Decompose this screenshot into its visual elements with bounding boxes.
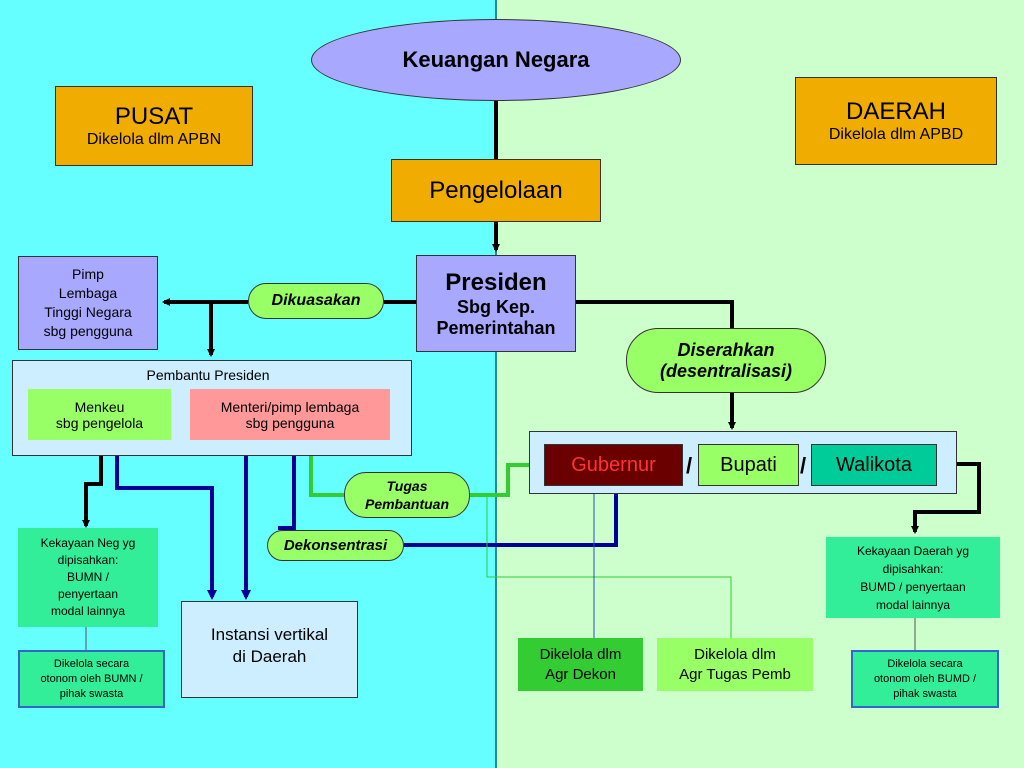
walikota-box: Walikota	[811, 444, 937, 486]
tugas-line2: Pembantuan	[364, 496, 449, 512]
instansi-vertikal-box: Instansi vertikal di Daerah	[181, 601, 358, 698]
kelola-bumd-line3: pihak swasta	[893, 687, 957, 700]
pusat-heading: PUSAT	[114, 103, 194, 130]
presiden-box: Presiden Sbg Kep. Pemerintahan	[416, 255, 576, 352]
dikuasakan-label: Dikuasakan	[248, 283, 384, 319]
diserahkan-label: Diserahkan (desentralisasi)	[626, 328, 826, 393]
menteri-box: Menteri/pimp lembaga sbg pengguna	[190, 389, 390, 440]
keuangan-negara-title: Keuangan Negara	[311, 19, 681, 101]
agr-dekon-box: Dikelola dlm Agr Dekon	[518, 638, 643, 691]
slash-1: /	[686, 453, 693, 478]
kekayaan-daerah-line1: Kekayaan Daerah yg	[856, 543, 970, 558]
diserahkan-line1: Diserahkan	[677, 339, 775, 360]
dekonsentrasi-label: Dekonsentrasi	[267, 530, 404, 561]
kekayaan-daerah-line3: BUMD / penyertaan	[860, 579, 966, 594]
menkeu-box: Menkeu sbg pengelola	[28, 389, 171, 440]
bupati-box: Bupati	[698, 444, 799, 486]
kekayaan-daerah-line2: dipisahkan:	[882, 561, 944, 576]
instansi-line2: di Daerah	[232, 647, 307, 666]
kelola-bumd-line1: Dikelola secara	[887, 657, 963, 670]
pimp-line4: sbg pengguna	[43, 323, 133, 339]
pimp-line2: Lembaga	[58, 285, 118, 301]
kelola-bumd-line2: otonom oleh BUMD /	[873, 672, 977, 685]
kelola-bumn-line2: otonom oleh BUMN /	[40, 672, 143, 685]
pimp-lembaga-box: Pimp Lembaga Tinggi Negara sbg pengguna	[18, 256, 158, 350]
slash-2: /	[800, 453, 807, 478]
diserahkan-line2: (desentralisasi)	[659, 360, 793, 381]
kekayaan-neg-line4: penyertaan	[57, 587, 119, 601]
agr-dekon-line1: Dikelola dlm	[539, 645, 622, 663]
menkeu-line1: Menkeu	[74, 398, 125, 415]
kekayaan-daerah-line4: modal lainnya	[875, 597, 951, 612]
pimp-line1: Pimp	[72, 266, 104, 282]
kekayaan-neg-line2: dipisahkan:	[57, 553, 119, 567]
daerah-sub: Dikelola dlm APBD	[828, 126, 964, 143]
kekayaan-negara-box: Kekayaan Neg yg dipisahkan: BUMN / penye…	[18, 528, 158, 627]
pusat-sub: Dikelola dlm APBN	[86, 131, 222, 148]
kelola-bumn-box: Dikelola secara otonom oleh BUMN / pihak…	[18, 650, 165, 708]
menkeu-line2: sbg pengelola	[55, 414, 144, 431]
kekayaan-neg-line1: Kekayaan Neg yg	[40, 536, 136, 550]
pembantu-title: Pembantu Presiden	[146, 367, 270, 383]
pusat-box: PUSAT Dikelola dlm APBN	[55, 86, 253, 166]
kelola-bumn-line1: Dikelola secara	[53, 657, 130, 670]
menteri-line2: sbg pengguna	[245, 414, 335, 431]
menteri-line1: Menteri/pimp lembaga	[220, 398, 360, 415]
agr-tugas-line2: Agr Tugas Pemb	[679, 665, 791, 683]
pengelolaan-box: Pengelolaan	[391, 159, 601, 222]
tugas-line1: Tugas	[386, 478, 428, 494]
kekayaan-daerah-box: Kekayaan Daerah yg dipisahkan: BUMD / pe…	[826, 537, 1000, 618]
gubernur-box: Gubernur	[544, 444, 683, 486]
daerah-box: DAERAH Dikelola dlm APBD	[795, 77, 997, 165]
kekayaan-neg-line5: modal lainnya	[50, 604, 126, 618]
pimp-line3: Tinggi Negara	[44, 304, 132, 320]
tugas-pembantuan-label: Tugas Pembantuan	[344, 472, 470, 518]
kekayaan-neg-line3: BUMN /	[67, 570, 109, 584]
region-divider	[495, 0, 497, 768]
agr-dekon-line2: Agr Dekon	[545, 665, 616, 683]
agr-tugas-box: Dikelola dlm Agr Tugas Pemb	[657, 638, 813, 691]
kelola-bumn-line3: pihak swasta	[59, 687, 124, 700]
kelola-bumd-box: Dikelola secara otonom oleh BUMD / pihak…	[851, 650, 999, 708]
daerah-heading: DAERAH	[845, 98, 947, 125]
agr-tugas-line1: Dikelola dlm	[694, 645, 776, 663]
presiden-line1: Presiden	[445, 268, 547, 296]
presiden-line2: Sbg Kep.	[456, 296, 535, 317]
presiden-line3: Pemerintahan	[436, 317, 556, 338]
instansi-line1: Instansi vertikal	[210, 625, 329, 644]
